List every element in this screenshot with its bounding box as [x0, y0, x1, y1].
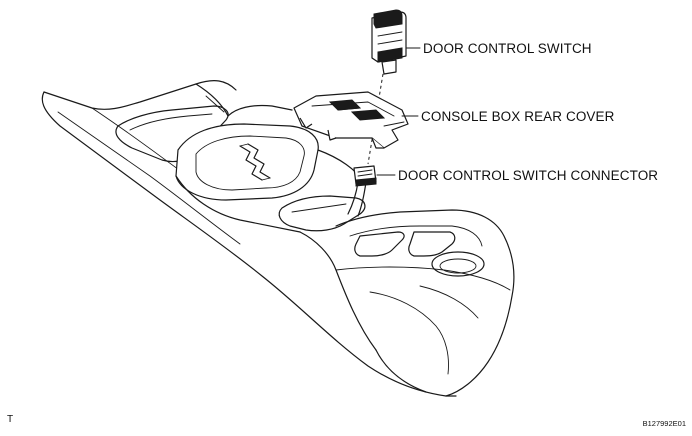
leader-lines: [376, 47, 421, 176]
console-box-rear-cover-part: [293, 91, 409, 149]
label-door-control-switch-connector: DOOR CONTROL SWITCH CONNECTOR: [398, 168, 659, 183]
console-body: [41, 80, 515, 397]
door-control-switch-connector-part: [353, 165, 377, 187]
label-console-box-rear-cover: CONSOLE BOX REAR COVER: [421, 109, 615, 124]
door-control-switch-part: [371, 9, 407, 75]
label-door-control-switch: DOOR CONTROL SWITCH: [423, 41, 592, 56]
figure-code: B127992E01: [642, 419, 686, 428]
corner-mark: T: [7, 414, 14, 425]
